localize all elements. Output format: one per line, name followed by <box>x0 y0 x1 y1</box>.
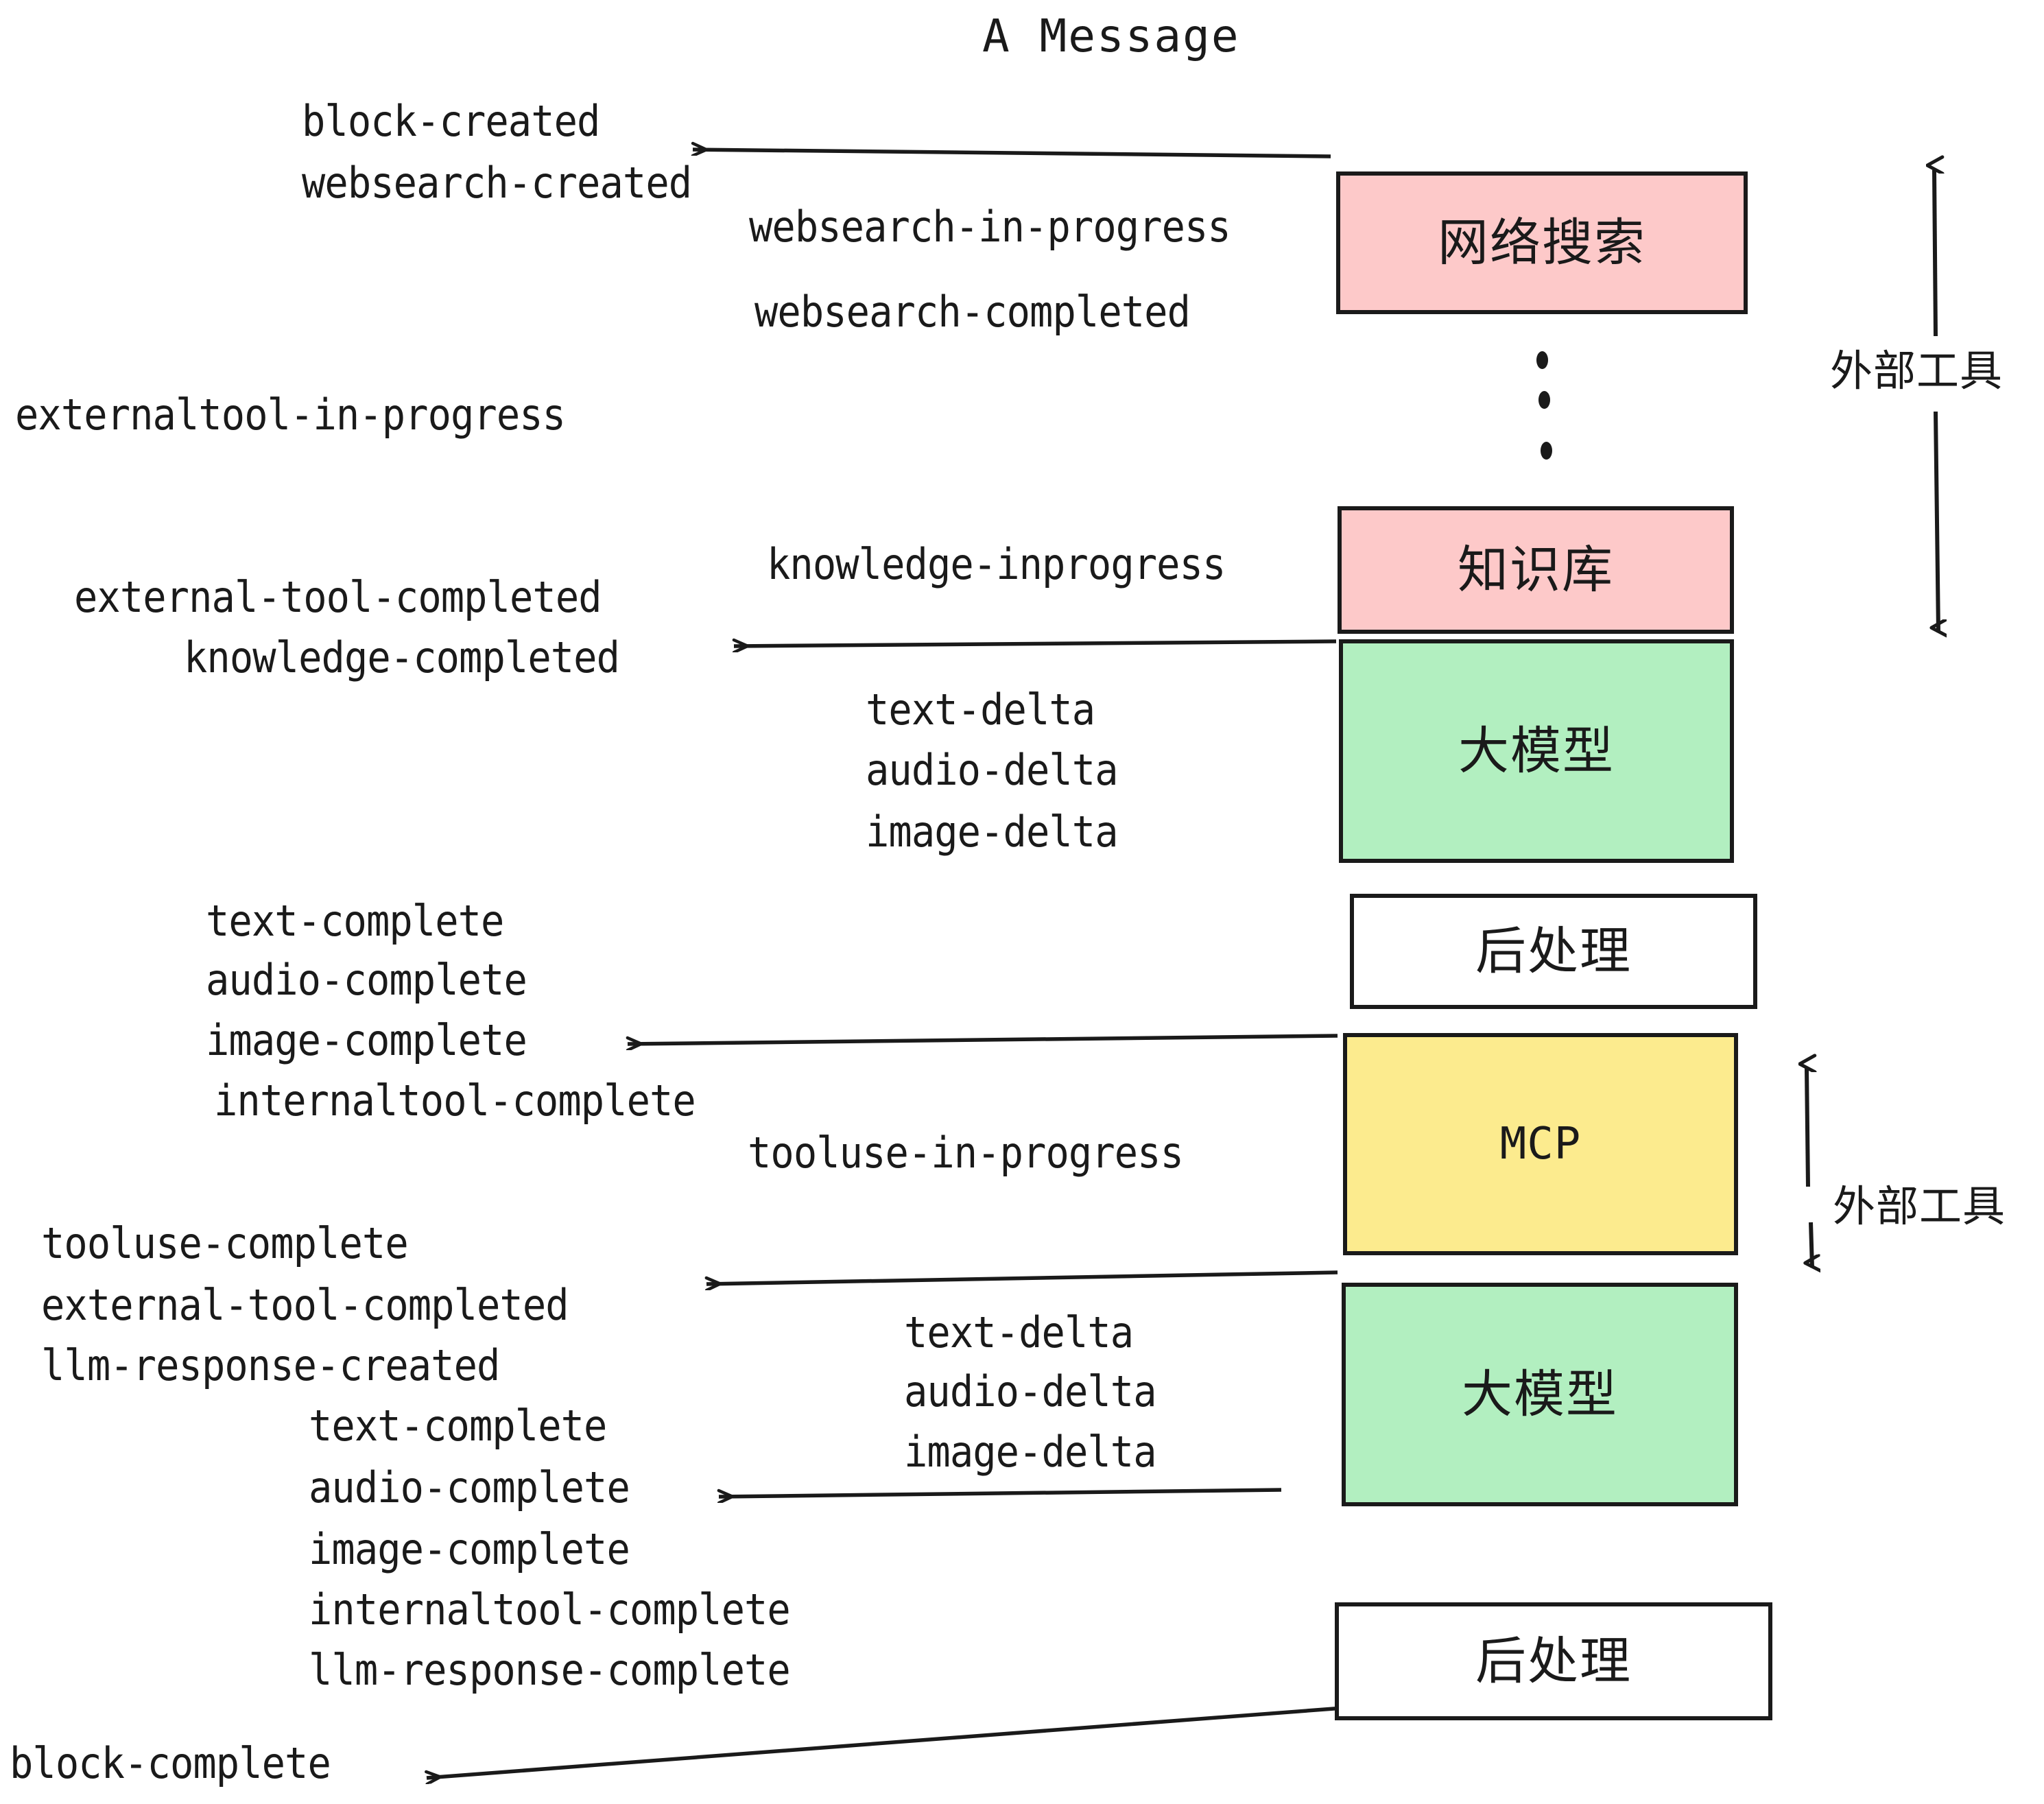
event-text-delta-2: text-delta <box>904 1307 1134 1357</box>
node-postprocess-2-label: 后处理 <box>1475 1632 1632 1691</box>
arrow-mcp-to-toolusecomplete <box>706 1270 1338 1284</box>
node-mcp: MCP <box>1343 1033 1738 1255</box>
ellipsis-dot-1 <box>1536 351 1548 369</box>
event-llm-response-created: llm-response-created <box>41 1340 500 1390</box>
ellipsis-dot-3 <box>1541 442 1552 460</box>
node-mcp-label: MCP <box>1499 1119 1582 1170</box>
page-title: A Message <box>982 10 1240 62</box>
node-postprocess-2: 后处理 <box>1335 1602 1772 1720</box>
node-llm-2-label: 大模型 <box>1462 1365 1618 1424</box>
arrow-postprocess-to-imagecomplete <box>628 1034 1338 1044</box>
annotation-external-tools-bottom: 外部工具 <box>1833 1181 2006 1231</box>
event-external-tool-completed-2: external-tool-completed <box>41 1280 569 1330</box>
arrow-knowledge-to-completed <box>734 641 1337 646</box>
event-audio-complete-1: audio-complete <box>206 955 527 1005</box>
event-image-complete-1: image-complete <box>206 1015 527 1065</box>
arrow-llm-to-audiocomplete <box>719 1488 1282 1497</box>
event-external-tool-completed-1: external-tool-completed <box>74 572 602 622</box>
event-image-complete-2: image-complete <box>309 1524 630 1574</box>
arrow-external-tools-bottom-down <box>1811 1222 1812 1268</box>
arrow-postprocess-to-blockcomplete <box>427 1706 1344 1778</box>
node-llm-2: 大模型 <box>1342 1283 1738 1506</box>
event-text-complete-2: text-complete <box>309 1401 607 1451</box>
event-internaltool-complete-2: internaltool-complete <box>309 1585 791 1635</box>
node-knowledge-label: 知识库 <box>1458 541 1614 600</box>
arrow-external-tools-top-up <box>1934 170 1936 337</box>
event-tooluse-complete: tooluse-complete <box>41 1218 409 1268</box>
annotation-external-tools-top: 外部工具 <box>1830 346 2004 396</box>
event-knowledge-inprogress: knowledge-inprogress <box>767 539 1226 589</box>
event-block-created: block-created <box>302 96 600 146</box>
node-knowledge: 知识库 <box>1338 506 1734 634</box>
event-audio-complete-2: audio-complete <box>309 1462 630 1512</box>
node-websearch-label: 网络搜索 <box>1438 213 1646 272</box>
arrow-external-tools-top-down <box>1936 411 1938 632</box>
node-postprocess-1-label: 后处理 <box>1475 922 1632 981</box>
event-audio-delta-2: audio-delta <box>904 1366 1157 1416</box>
event-internaltool-complete-1: internaltool-complete <box>214 1076 696 1126</box>
event-audio-delta-1: audio-delta <box>866 745 1119 795</box>
event-text-complete-1: text-complete <box>206 896 504 946</box>
node-llm-1: 大模型 <box>1339 639 1734 863</box>
event-websearch-created: websearch-created <box>302 158 692 208</box>
node-llm-1-label: 大模型 <box>1458 722 1615 781</box>
ellipsis-dot-2 <box>1538 391 1550 409</box>
event-text-delta-1: text-delta <box>866 685 1095 735</box>
node-websearch: 网络搜索 <box>1336 171 1748 314</box>
event-llm-response-complete: llm-response-complete <box>309 1645 791 1695</box>
arrow-external-tools-bottom-up <box>1807 1069 1808 1187</box>
event-knowledge-completed: knowledge-completed <box>184 632 620 683</box>
event-tooluse-in-progress: tooluse-in-progress <box>748 1128 1184 1178</box>
event-block-complete: block-complete <box>10 1738 331 1788</box>
event-image-delta-2: image-delta <box>904 1427 1157 1477</box>
arrow-websearch-to-blockcreated <box>693 150 1331 158</box>
event-image-delta-1: image-delta <box>866 807 1119 857</box>
event-websearch-completed: websearch-completed <box>754 287 1191 337</box>
node-postprocess-1: 后处理 <box>1350 894 1757 1009</box>
event-websearch-in-progress: websearch-in-progress <box>749 202 1231 252</box>
event-externaltool-in-progress: externaltool-in-progress <box>15 390 566 440</box>
